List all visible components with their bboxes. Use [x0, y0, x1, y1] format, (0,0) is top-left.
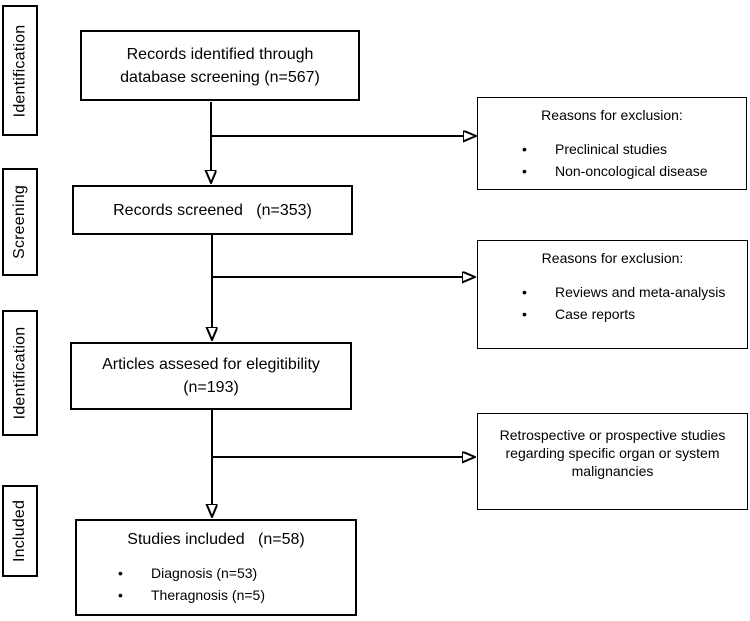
list-item: Non-oncological disease: [522, 160, 746, 182]
list-item: Preclinical studies: [522, 138, 746, 160]
flow-box-title: Studies included (n=58): [127, 531, 305, 548]
list-item: Case reports: [522, 303, 747, 325]
exclusion-box-included: Retrospective or prospective studies reg…: [477, 413, 748, 510]
flow-box-studies-included: Studies included (n=58) Diagnosis (n=53)…: [75, 519, 357, 616]
included-studies-list: Diagnosis (n=53) Theragnosis (n=5): [77, 562, 355, 606]
flow-box-articles-assessed: Articles assesed for elegitibility (n=19…: [70, 342, 352, 410]
flow-box-text-line: (n=193): [183, 379, 239, 396]
list-item: Theragnosis (n=5): [118, 584, 355, 606]
stage-label-included: Included: [2, 485, 38, 577]
stage-label-text: Identification: [11, 24, 29, 117]
flow-box-text-line: database screening (n=567): [120, 68, 320, 86]
flow-box-text-line: Records screened (n=353): [113, 201, 312, 219]
exclusion-box-screening: Reasons for exclusion: Preclinical studi…: [477, 97, 747, 190]
flow-box-text-line: Records identified through: [126, 45, 314, 63]
flow-box-records-identified: Records identified through database scre…: [80, 30, 360, 101]
exclusion-box-eligibility: Reasons for exclusion: Reviews and meta-…: [477, 240, 748, 349]
stage-label-text: Identification: [11, 326, 29, 420]
exclusion-reasons-list: Reviews and meta-analysis Case reports: [478, 281, 747, 325]
stage-label-screening: Screening: [2, 168, 38, 276]
flow-box-text-line: Articles assesed for elegitibility: [102, 356, 320, 373]
exclusion-reasons-list: Preclinical studies Non-oncological dise…: [478, 138, 746, 182]
exclusion-box-text-line: regarding specific organ or system: [505, 445, 720, 461]
stage-label-identification: Identification: [2, 5, 38, 136]
exclusion-box-heading: Reasons for exclusion:: [541, 107, 683, 123]
exclusion-box-text-line: Retrospective or prospective studies: [499, 427, 726, 443]
exclusion-box-text-line: malignancies: [571, 463, 654, 479]
exclusion-box-heading: Reasons for exclusion:: [541, 250, 684, 266]
stage-label-text: Included: [11, 499, 28, 563]
stage-label-text: Screening: [11, 185, 29, 259]
stage-label-identification-2: Identification: [2, 310, 38, 436]
list-item: Reviews and meta-analysis: [522, 281, 747, 303]
flow-box-records-screened: Records screened (n=353): [72, 185, 353, 235]
list-item: Diagnosis (n=53): [118, 562, 355, 584]
